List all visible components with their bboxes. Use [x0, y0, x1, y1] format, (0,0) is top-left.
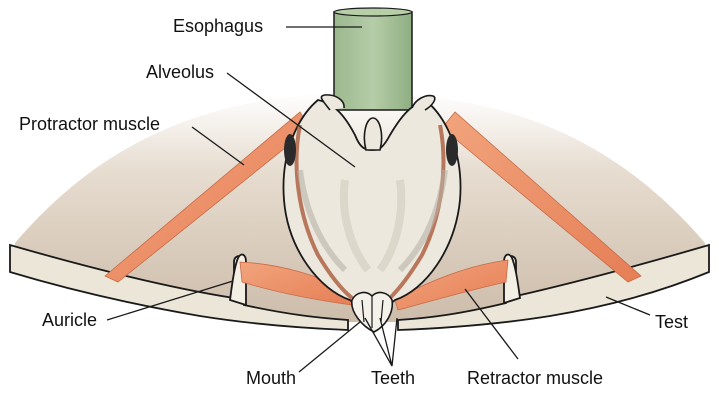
- teeth-divider: [361, 296, 384, 328]
- protractor-muscle-right: [441, 111, 642, 283]
- test-wall: [9, 243, 349, 331]
- leader-alveolus: [226, 72, 356, 168]
- lantern-top-left-hook: [320, 94, 345, 111]
- label-teeth: Teeth: [371, 368, 416, 388]
- lantern-side-dark-right: [446, 134, 458, 166]
- label-test: Test: [655, 312, 689, 332]
- leader-mouth: [298, 321, 361, 373]
- esophagus-opening: [333, 7, 413, 17]
- test-wall-right: [397, 243, 710, 331]
- alveolus-left-band: [294, 124, 354, 300]
- label-mouth: Mouth: [246, 368, 297, 388]
- leader-test: [605, 296, 651, 316]
- label-auricle: Auricle: [42, 310, 98, 330]
- lantern-center-tooth-top: [363, 117, 383, 151]
- label-alveolus: Alveolus: [146, 62, 215, 82]
- alveolus-right-band: [388, 124, 446, 300]
- lantern-side-dark-left: [284, 134, 296, 166]
- leader-retractor: [464, 288, 519, 360]
- label-retractor-muscle: Retractor muscle: [467, 368, 604, 388]
- leader-protractor: [191, 126, 245, 166]
- leader-teeth: [364, 317, 398, 367]
- lantern-top-right-hook: [411, 94, 436, 111]
- lantern-shadow: [297, 169, 448, 273]
- retractor-muscle-right: [394, 259, 509, 311]
- label-esophagus: Esophagus: [173, 16, 264, 36]
- label-protractor-muscle: Protractor muscle: [19, 114, 161, 134]
- lantern-highlight: [339, 179, 406, 273]
- leader-auricle: [106, 280, 234, 321]
